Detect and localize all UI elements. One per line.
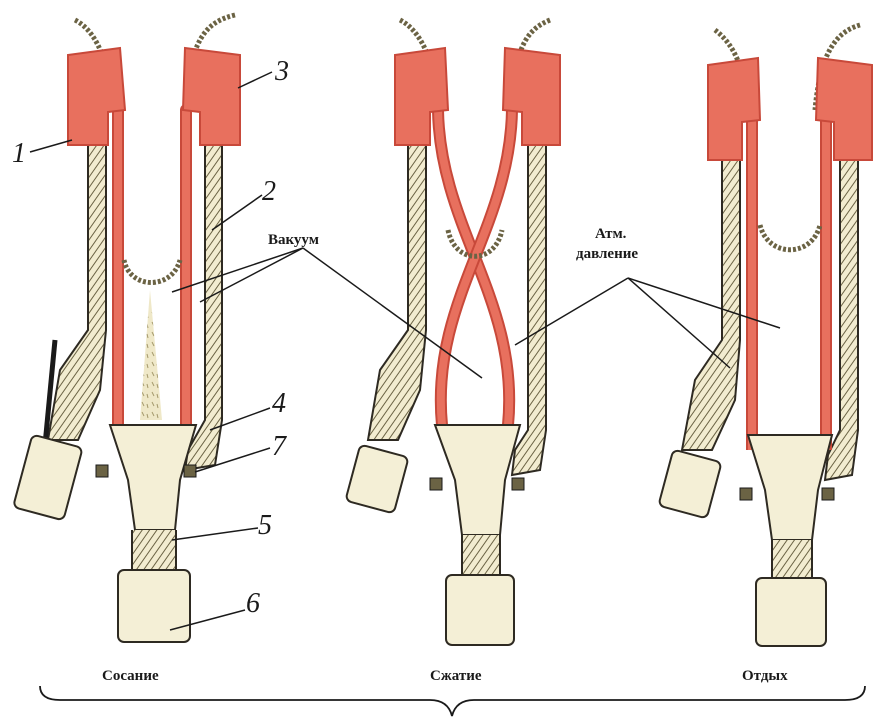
label-1: 1: [12, 138, 26, 169]
phase-suction: Сосание: [102, 668, 159, 684]
connector: [435, 425, 520, 535]
milk-tube: [132, 530, 176, 570]
cup-suction: [13, 15, 240, 642]
seal-right: [184, 465, 196, 477]
teat-end: [760, 225, 820, 250]
milk-flow: [140, 290, 162, 420]
phase-compression: Сжатие: [430, 668, 482, 684]
liner-right: [441, 110, 512, 425]
seal-right: [822, 488, 834, 500]
label-2: 2: [262, 176, 276, 207]
milk-tube: [772, 540, 812, 578]
connector: [110, 425, 196, 530]
collector: [118, 570, 190, 642]
label-6: 6: [246, 588, 260, 619]
leader-1: [30, 140, 72, 152]
label-4: 4: [272, 388, 286, 419]
leader-3: [238, 72, 272, 88]
seal-right: [512, 478, 524, 490]
seal-left: [740, 488, 752, 500]
label-vacuum: Вакуум: [268, 232, 319, 248]
leader-5: [172, 528, 258, 540]
side-hose: [13, 435, 83, 521]
label-atm-line2: давление: [576, 246, 638, 262]
bottom-brace: [40, 686, 865, 716]
seal-left: [96, 465, 108, 477]
collector: [756, 578, 826, 646]
seal-left: [430, 478, 442, 490]
cup-shell-left: [682, 150, 740, 450]
leader-atm-b: [628, 278, 730, 368]
side-hose: [658, 450, 721, 519]
label-7: 7: [272, 431, 287, 462]
label-3: 3: [274, 56, 289, 87]
phase-rest: Отдых: [742, 668, 788, 684]
label-atm-line1: Атм.: [595, 226, 627, 242]
cup-rest: [658, 25, 872, 646]
label-5: 5: [258, 510, 272, 541]
connector: [748, 435, 832, 540]
milk-tube: [462, 535, 500, 575]
cup-shell-left: [48, 140, 106, 440]
side-hose: [345, 445, 408, 514]
teat-end: [124, 260, 180, 283]
collector: [446, 575, 514, 645]
cup-compression: [345, 20, 560, 645]
cup-shell-left: [368, 140, 426, 440]
